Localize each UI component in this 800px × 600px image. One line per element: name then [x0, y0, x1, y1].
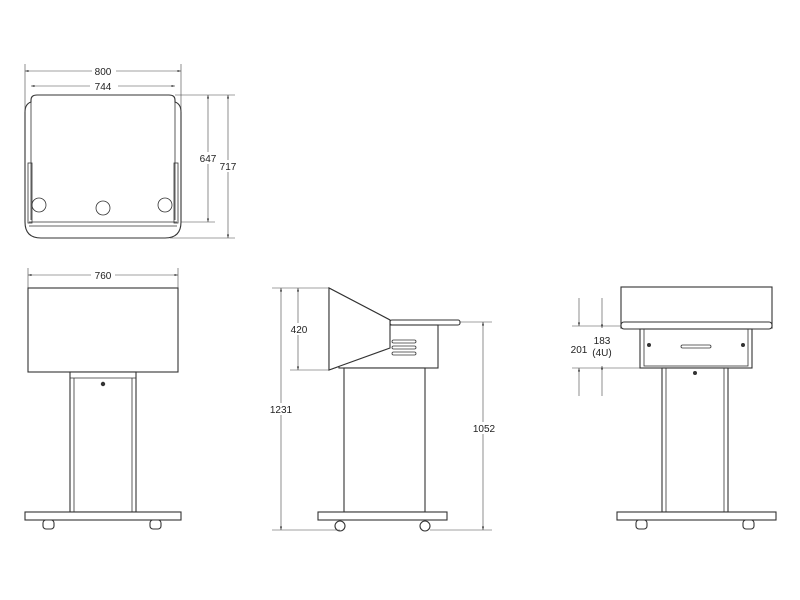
cable-port — [95, 200, 111, 216]
dim-front-width: 760 — [95, 271, 112, 282]
front-view: 760 — [24, 268, 182, 530]
dim-top-depth-inner: 647 — [200, 154, 217, 165]
dim-rear-rack-units: (4U) — [592, 348, 611, 359]
dim-top-width-inner: 744 — [95, 82, 112, 93]
dim-side-desk-height: 1052 — [473, 424, 496, 435]
side-view: 1231 420 1052 — [268, 287, 498, 532]
dim-side-monitor-height: 420 — [291, 325, 308, 336]
cable-port — [157, 197, 173, 213]
dim-side-total-height: 1231 — [270, 405, 293, 416]
top-view: 800 744 647 717 — [24, 64, 239, 239]
cable-port — [31, 197, 47, 213]
dim-rear-rack-outer: 201 — [571, 345, 588, 356]
rear-view: 201 183 (4U) — [571, 286, 777, 530]
dim-top-width-outer: 800 — [95, 67, 112, 78]
dim-top-depth-outer: 717 — [220, 162, 237, 173]
dim-rear-rack-inner: 183 — [594, 336, 611, 347]
